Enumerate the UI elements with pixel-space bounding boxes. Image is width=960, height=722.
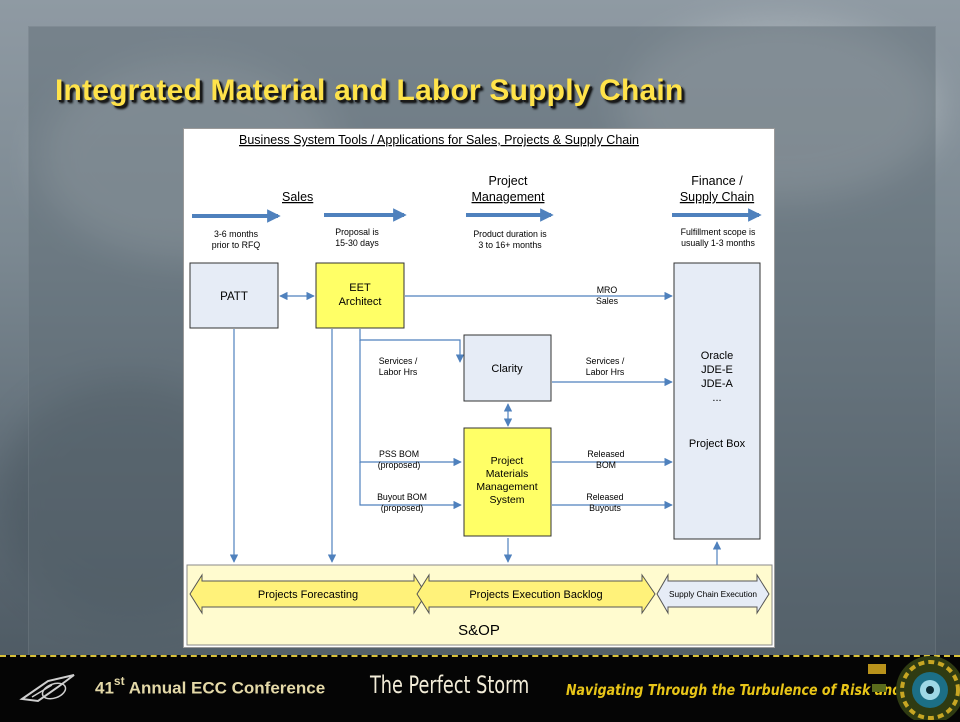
diagram-heading: Business System Tools / Applications for… bbox=[239, 133, 639, 147]
conference-ordinal: 41 bbox=[95, 678, 114, 698]
buyout-bom-flow bbox=[359, 462, 462, 510]
note-proposal-2: 15-30 days bbox=[335, 238, 379, 248]
phase-finance-2: Supply Chain bbox=[680, 190, 754, 204]
phase-finance-1: Finance / bbox=[691, 174, 743, 188]
conference-footer: 41st Annual ECC Conference The Perfect S… bbox=[0, 655, 960, 722]
mro-sales-2: Sales bbox=[596, 296, 619, 306]
slide-title: Integrated Material and Labor Supply Cha… bbox=[55, 74, 684, 107]
conference-ordinal-suffix: st bbox=[113, 674, 125, 688]
services-right-2: Labor Hrs bbox=[586, 367, 625, 377]
patt-label: PATT bbox=[220, 291, 248, 303]
conference-tagline: Navigating Through the Turbulence of Ris… bbox=[566, 681, 959, 699]
released-buyouts-1: Released bbox=[586, 492, 623, 502]
conference-title: Annual ECC Conference bbox=[128, 678, 326, 698]
pmms-label-1: Project bbox=[491, 455, 524, 467]
sop-label: S&OP bbox=[458, 622, 500, 639]
conference-theme: The Perfect Storm bbox=[370, 671, 530, 699]
projects-execution-label: Projects Execution Backlog bbox=[469, 589, 602, 601]
note-rfq-2: prior to RFQ bbox=[212, 240, 261, 250]
eet-architect-box bbox=[315, 262, 405, 329]
pmms-label-2: Materials bbox=[486, 468, 529, 480]
clarity-label: Clarity bbox=[491, 363, 523, 375]
supply-chain-execution-label: Supply Chain Execution bbox=[669, 589, 757, 599]
services-right-1: Services / bbox=[586, 356, 625, 366]
erp-jde-e: JDE-E bbox=[701, 364, 733, 376]
released-bom-2: BOM bbox=[596, 460, 616, 470]
mro-sales-1: MRO bbox=[597, 285, 618, 295]
note-fulfillment-2: usually 1-3 months bbox=[681, 238, 755, 248]
note-duration-2: 3 to 16+ months bbox=[478, 240, 542, 250]
supply-chain-execution-arrow bbox=[656, 573, 770, 615]
projects-execution-arrow bbox=[416, 573, 656, 615]
note-rfq-1: 3-6 months bbox=[214, 229, 259, 239]
services-left-1: Services / bbox=[379, 356, 418, 366]
pss-bom-2: (proposed) bbox=[378, 460, 421, 470]
eet-label-1: EET bbox=[349, 282, 371, 294]
erp-jde-a: JDE-A bbox=[701, 378, 733, 390]
gear-graphic-icon bbox=[868, 656, 960, 720]
clarity-box bbox=[463, 334, 552, 402]
note-fulfillment-1: Fulfillment scope is bbox=[681, 227, 756, 237]
patt-box bbox=[189, 262, 279, 329]
phase-project-management-1: Project bbox=[489, 174, 528, 188]
note-proposal-1: Proposal is bbox=[335, 227, 379, 237]
services-left-2: Labor Hrs bbox=[379, 367, 418, 377]
buyout-bom-1: Buyout BOM bbox=[377, 492, 427, 502]
pmms-box bbox=[463, 427, 552, 537]
buyout-bom-2: (proposed) bbox=[381, 503, 424, 513]
pmms-label-4: System bbox=[489, 494, 524, 506]
erp-box bbox=[673, 262, 761, 540]
diagram-canvas: Business System Tools / Applications for… bbox=[186, 133, 773, 646]
erp-oracle: Oracle bbox=[701, 350, 733, 362]
pss-bom-1: PSS BOM bbox=[379, 449, 419, 459]
erp-ellipsis: ... bbox=[712, 392, 721, 404]
ecc-logo-icon bbox=[19, 674, 75, 703]
eet-services-flow bbox=[359, 329, 465, 363]
project-box-label: Project Box bbox=[689, 438, 746, 450]
phase-project-management-2: Management bbox=[472, 190, 545, 204]
eet-label-2: Architect bbox=[339, 296, 382, 308]
released-bom-1: Released bbox=[587, 449, 624, 459]
pmms-label-3: Management bbox=[476, 481, 537, 493]
projects-forecasting-label: Projects Forecasting bbox=[258, 589, 358, 601]
conference-name: 41st Annual ECC Conference bbox=[95, 674, 326, 699]
note-duration-1: Product duration is bbox=[473, 229, 547, 239]
supply-chain-diagram: Business System Tools / Applications for… bbox=[183, 128, 775, 648]
released-buyouts-2: Buyouts bbox=[589, 503, 621, 513]
phase-sales: Sales bbox=[282, 190, 313, 204]
